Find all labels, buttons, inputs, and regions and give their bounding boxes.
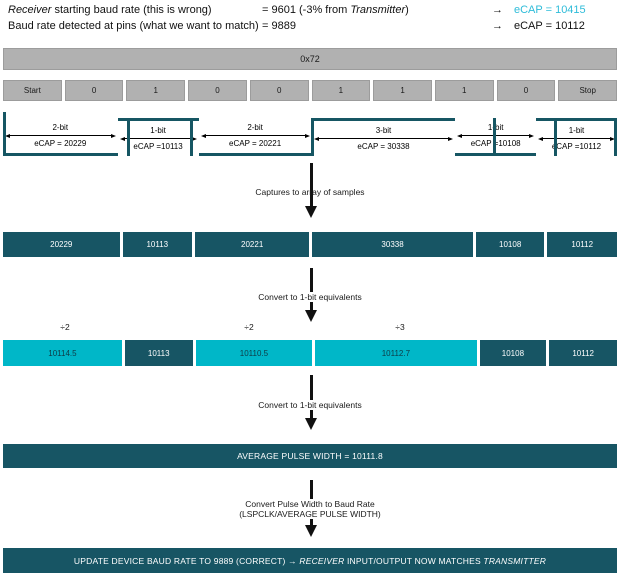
converted-cell: 10110.5	[195, 340, 313, 366]
measure-arrow	[536, 136, 617, 141]
divisor-label: ÷2	[60, 322, 70, 332]
sample-cell: 20221	[195, 232, 310, 257]
convert2-arrow-head	[305, 418, 317, 430]
capture-arrow-label: Captures to array of samples	[255, 187, 365, 197]
capture-arrow-head	[305, 206, 317, 218]
baud-convert-arrow-label: Convert Pulse Width to Baud Rate(LSPCLK/…	[0, 499, 620, 519]
capture-arrow-line	[310, 163, 313, 206]
byte-value-label: 0x72	[300, 54, 320, 64]
sample-cell: 20229	[3, 232, 120, 257]
converted-cell: 10113	[124, 340, 193, 366]
header-row1-name: Receiver starting baud rate (this is wro…	[8, 4, 212, 16]
bit-cell: 0	[188, 80, 247, 101]
converted-cell: 10112.7	[315, 340, 477, 366]
uart-waveform: 2-bit eCAP = 20229 1-bit eCAP =10113 2-b…	[3, 112, 617, 156]
transmitter-word: Transmitter	[350, 4, 406, 16]
signal-edge	[614, 118, 617, 156]
samples-bar: 20229 10113 20221 30338 10108 10112	[3, 232, 617, 257]
convert1-arrow-head	[305, 310, 317, 322]
signal-edge	[311, 118, 314, 156]
waveform-segment: 2-bit eCAP = 20229	[3, 118, 118, 156]
bit-cell: 0	[496, 80, 556, 101]
right-arrow-glyph: →	[492, 20, 503, 32]
baud-convert-arrow-head	[305, 525, 317, 537]
header: Receiver starting baud rate (this is wro…	[8, 3, 586, 34]
bit-frame-bar: Start 0 1 0 0 1 1 1 0 Stop	[3, 80, 618, 101]
bit-cell: 1	[311, 80, 371, 101]
divisor-label: ÷2	[244, 322, 254, 332]
bit-cell: 0	[249, 80, 309, 101]
measure-arrow	[3, 133, 118, 138]
divisor-label: ÷3	[395, 322, 405, 332]
update-baud-rate-bar: UPDATE DEVICE BAUD RATE TO 9889 (CORRECT…	[3, 548, 617, 573]
header-row1-ecap: eCAP = 10415	[514, 4, 586, 16]
average-pulse-width-bar: AVERAGE PULSE WIDTH = 10111.8	[3, 444, 617, 468]
signal-edge	[127, 118, 130, 156]
convert1-arrow-label: Convert to 1-bit equivalents	[0, 292, 620, 302]
bit-cell: 0	[64, 80, 124, 101]
sample-cell: 10108	[475, 232, 545, 257]
bit-cell: 1	[434, 80, 494, 101]
bit-cell: 1	[373, 80, 432, 101]
sample-cell: 10113	[122, 232, 193, 257]
average-pulse-width-label: AVERAGE PULSE WIDTH = 10111.8	[237, 451, 383, 461]
update-baud-rate-label: UPDATE DEVICE BAUD RATE TO 9889 (CORRECT…	[73, 555, 547, 566]
waveform-segment: 1-bit eCAP =10113	[117, 118, 199, 156]
header-row2-name: Baud rate detected at pins (what we want…	[8, 20, 259, 32]
bit-cell: Start	[3, 80, 62, 101]
signal-edge	[554, 118, 557, 156]
measure-arrow	[118, 136, 199, 141]
sample-cell: 30338	[312, 232, 473, 257]
measure-arrow	[312, 136, 456, 141]
converted-cell: 10108	[479, 340, 547, 366]
signal-edge	[3, 112, 6, 156]
bit-cell: 1	[126, 80, 186, 101]
header-row2-ecap: eCAP = 10112	[514, 20, 585, 32]
waveform-segment: 3-bit eCAP = 30338	[311, 118, 456, 156]
receiver-word: Receiver	[8, 4, 52, 16]
convert2-arrow-line	[310, 375, 313, 418]
convert1-arrow-line	[310, 268, 313, 310]
converted-bar: 10114.5 10113 10110.5 10112.7 10108 1011…	[3, 340, 617, 366]
header-row1-value: = 9601 (-3% from Transmitter)	[262, 4, 409, 16]
sample-cell: 10112	[547, 232, 617, 257]
waveform-segment: 1-bit eCAP =10112	[535, 118, 617, 156]
header-row2-value: = 9889	[262, 20, 296, 32]
right-arrow-glyph: →	[492, 4, 503, 16]
convert2-arrow-label: Convert to 1-bit equivalents	[0, 400, 620, 410]
signal-edge	[190, 118, 193, 156]
bit-cell: Stop	[558, 80, 618, 101]
signal-edge	[493, 118, 496, 156]
byte-value-bar: 0x72	[3, 48, 617, 70]
converted-cell: 10112	[549, 340, 617, 366]
converted-cell: 10114.5	[3, 340, 122, 366]
waveform-segment: 2-bit eCAP = 20221	[198, 118, 312, 156]
measure-arrow	[199, 133, 312, 138]
